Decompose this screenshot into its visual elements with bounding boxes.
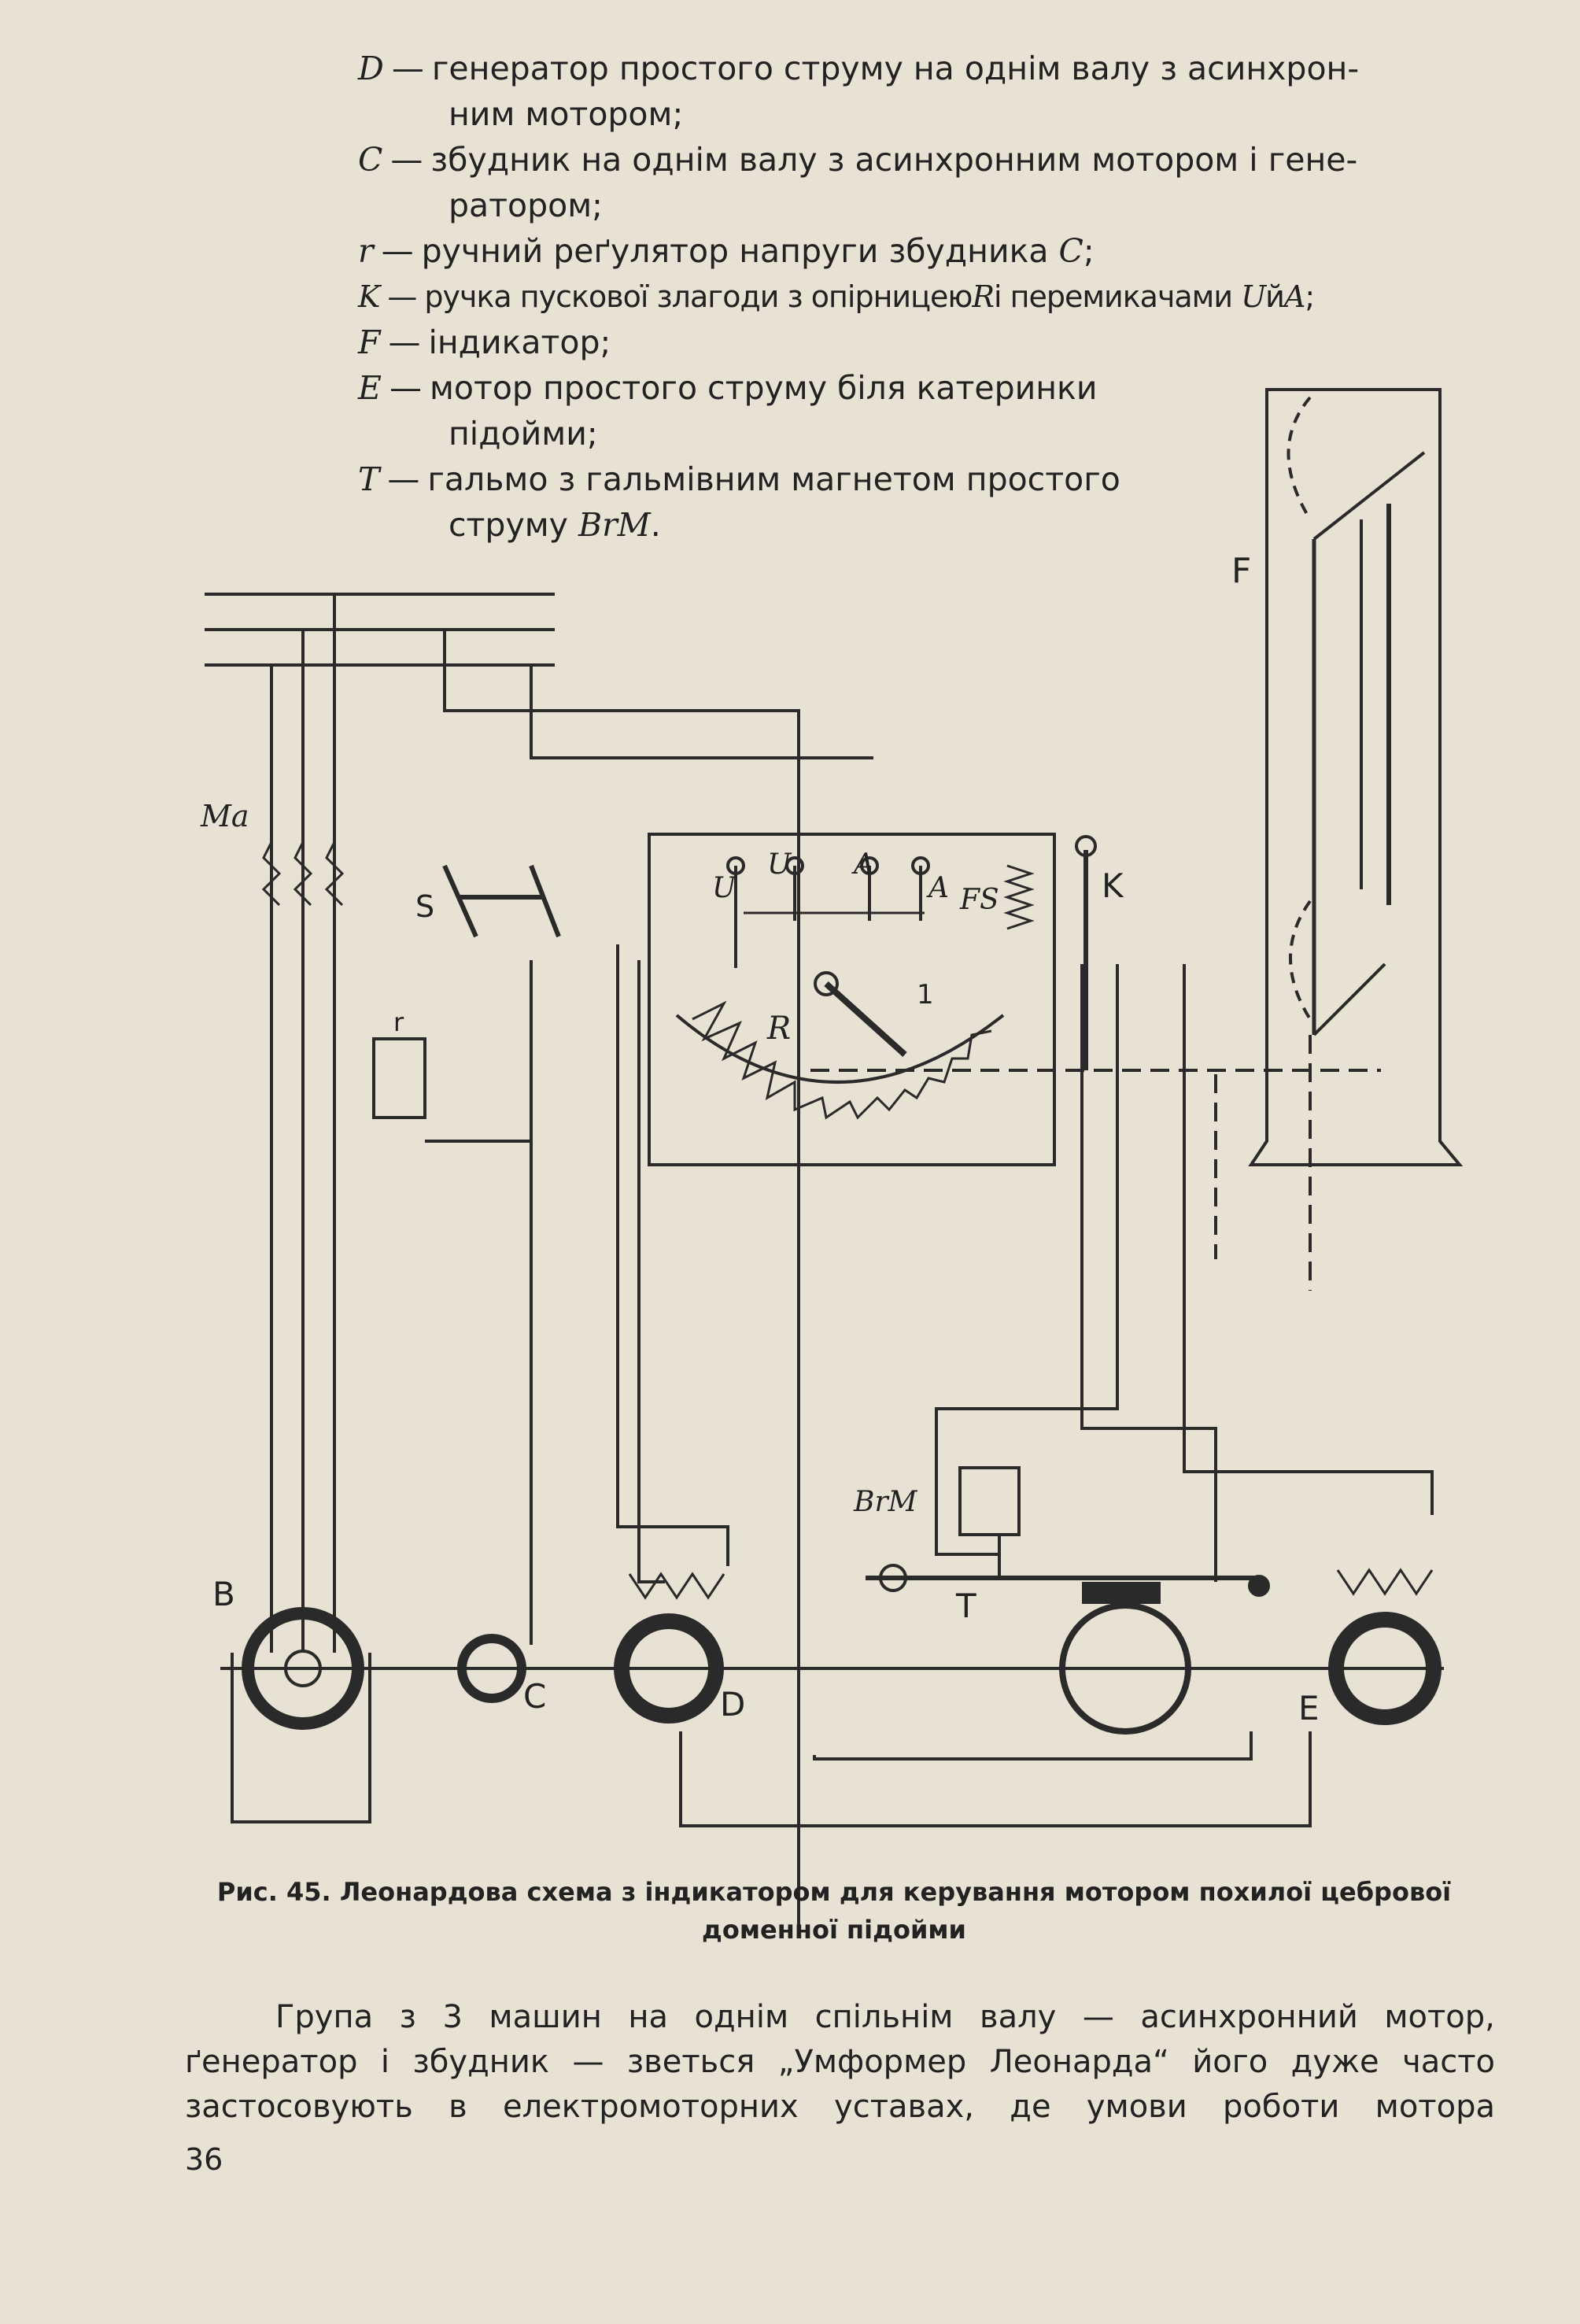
wire-e-field xyxy=(1183,964,1434,1515)
legend-continuation: ним мотором; xyxy=(449,95,684,133)
brake-shoe xyxy=(1082,1582,1161,1604)
label-s: S xyxy=(415,889,434,924)
indicator-swing xyxy=(1287,396,1312,521)
legend-symbol: D xyxy=(358,50,384,87)
label-r-resistor: R xyxy=(766,1011,791,1047)
wire-d-field xyxy=(637,960,665,1583)
legend-text: генератор простого струму на однім валу … xyxy=(431,50,1360,87)
label-e: E xyxy=(1298,1689,1320,1727)
legend-item-e: E—мотор простого струму біля катеринки п… xyxy=(358,365,1499,456)
fs-coil xyxy=(1003,864,1035,930)
label-a: A xyxy=(851,848,874,881)
label-r: r xyxy=(393,1007,404,1037)
starter-enclosure xyxy=(648,833,1056,1166)
legend: D—генератор простого струму на однім вал… xyxy=(358,46,1499,548)
label-ma: Ma xyxy=(200,799,249,833)
legend-symbol: K xyxy=(358,279,380,314)
legend-item-r: r—ручний реґулятор напруги збудника C; xyxy=(358,232,1095,270)
legend-symbol: T xyxy=(358,460,380,498)
indicator-link xyxy=(1312,962,1386,1036)
legend-continuation: підойми; xyxy=(449,415,598,453)
motor-b-hub xyxy=(284,1650,322,1687)
legend-item-t: T—гальмо з гальмівним магнетом простого … xyxy=(358,460,1120,544)
label-1: 1 xyxy=(917,979,934,1011)
legend-text: ручний реґулятор напруги збудника xyxy=(421,232,1049,270)
wire-d-e-loop xyxy=(679,1731,1312,1827)
legend-continuation: ратором; xyxy=(449,187,603,224)
motor-coil xyxy=(261,841,282,907)
wire-d-field xyxy=(616,944,729,1566)
indicator-housing xyxy=(1248,388,1464,1166)
label-u: U xyxy=(712,872,737,904)
motor-e xyxy=(1328,1612,1442,1725)
regulator-r xyxy=(372,1037,426,1119)
label-d: D xyxy=(720,1685,745,1724)
motor-coil xyxy=(324,841,345,907)
label-k: K xyxy=(1102,866,1124,905)
legend-symbol: F xyxy=(358,323,381,361)
resistor-zigzag xyxy=(692,1000,992,1120)
switch-s-blade xyxy=(442,864,478,938)
label-fs: FS xyxy=(959,884,999,916)
d-field-coil xyxy=(628,1572,725,1600)
switch-s-blade xyxy=(529,864,561,938)
legend-item-k: K—ручка пускової злагоди з опірницеюRі п… xyxy=(358,279,1315,314)
caption-line: доменної підойми xyxy=(702,1915,966,1945)
legend-item-c: C—збудник на однім валу з асинхронним мо… xyxy=(358,137,1499,228)
hoist-drum xyxy=(1059,1602,1191,1735)
wire-e-field xyxy=(1080,964,1217,1582)
label-t: T xyxy=(955,1587,976,1625)
legend-text: індикатор; xyxy=(428,323,611,361)
legend-text: гальмо з гальмівним магнетом простого xyxy=(427,460,1120,498)
legend-item-d: D—генератор простого струму на однім вал… xyxy=(358,46,1499,137)
exciter-c xyxy=(457,1634,526,1703)
feed-wire-s xyxy=(530,665,873,759)
caption-line: Рис. 45. Леонардова схема з індикатором … xyxy=(216,1877,1452,1907)
figure-caption: Рис. 45. Леонардова схема з індикатором … xyxy=(173,1873,1495,1949)
legend-text: мотор простого струму біля катеринки xyxy=(429,369,1098,407)
e-field-coil xyxy=(1336,1568,1434,1596)
legend-text: ручка пускової злагоди з опірницею xyxy=(424,279,973,314)
legend-item-f: F—індикатор; xyxy=(358,323,611,361)
label-b: B xyxy=(212,1575,235,1613)
wire-brake xyxy=(935,964,1119,1556)
brake-end xyxy=(1248,1575,1270,1597)
motor-b xyxy=(242,1607,364,1730)
motor-b-frame xyxy=(231,1653,371,1823)
resistor-arc xyxy=(675,1014,1005,1084)
brake-weight xyxy=(879,1564,907,1592)
generator-d xyxy=(614,1613,724,1724)
label-f: F xyxy=(1231,551,1251,591)
wire-d-e-loop xyxy=(813,1731,1253,1761)
legend-text: збудник на однім валу з асинхронним мото… xyxy=(430,141,1358,179)
label-c: C xyxy=(523,1677,546,1716)
motor-coil xyxy=(293,841,313,907)
legend-symbol: E xyxy=(358,369,382,407)
switch-contacts xyxy=(726,856,930,968)
legend-symbol: C xyxy=(1058,232,1083,270)
feed-wire-s xyxy=(443,630,800,1928)
legend-symbol: r xyxy=(358,232,374,270)
label-brm: BrM xyxy=(853,1486,918,1518)
brake-magnet xyxy=(958,1466,1021,1536)
indicator-swing xyxy=(1289,900,1312,1021)
label-u: U xyxy=(767,848,792,881)
starter-pivot xyxy=(814,971,839,996)
k-knob xyxy=(1075,835,1097,857)
indicator-link xyxy=(1312,451,1426,541)
label-a: A xyxy=(926,872,949,904)
starter-handle-arm xyxy=(824,981,907,1057)
legend-symbol: C xyxy=(358,141,383,179)
page-number: 36 xyxy=(185,2142,223,2177)
